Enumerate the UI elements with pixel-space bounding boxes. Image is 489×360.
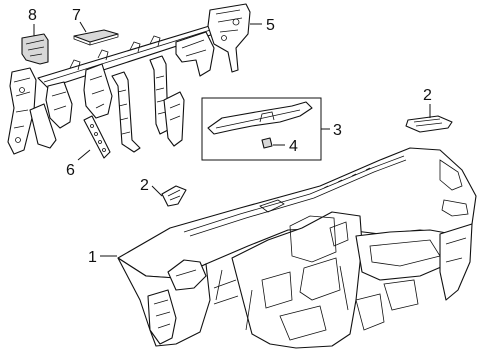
callouts: 1 2 2 3 4 5 6 7 8 <box>28 7 432 266</box>
part-5-cross-car-beam <box>7 3 251 155</box>
callout-7: 7 <box>72 7 81 24</box>
leader-lines <box>33 21 431 257</box>
part-2-vent-right <box>405 115 453 133</box>
callout-6: 6 <box>66 162 75 179</box>
callout-3: 3 <box>333 122 342 139</box>
leader-6 <box>77 149 91 161</box>
callout-2-right: 2 <box>423 87 432 104</box>
callout-2-left: 2 <box>140 177 149 194</box>
part-8-bracket <box>21 33 49 65</box>
callout-8: 8 <box>28 7 37 24</box>
part-2-vent-left <box>161 185 187 207</box>
part-6-strap-bracket <box>83 115 111 159</box>
part-3-4-detail-box <box>201 97 322 161</box>
leader-7 <box>79 21 87 33</box>
part-7-pad <box>73 29 119 46</box>
part-1-instrument-panel <box>117 147 477 349</box>
part-3-trim-panel <box>207 101 313 135</box>
callout-1: 1 <box>88 249 97 266</box>
part-4-clip <box>261 137 273 149</box>
callout-4: 4 <box>289 138 298 155</box>
leader-2b <box>151 185 163 197</box>
callout-5: 5 <box>266 17 275 34</box>
